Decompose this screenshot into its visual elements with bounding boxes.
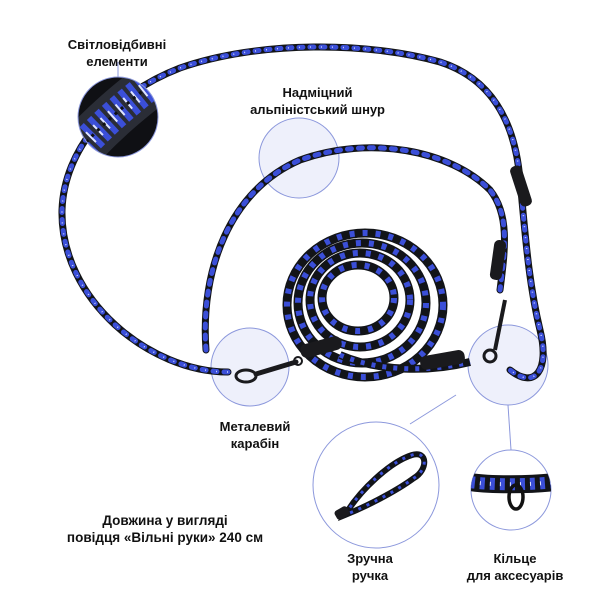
label-line: Надміцний xyxy=(282,85,353,100)
outer-rope xyxy=(58,43,547,382)
carabiner-icon xyxy=(234,356,303,384)
label-line: карабін xyxy=(230,436,280,451)
junction-callout-circle xyxy=(467,324,549,406)
carabiner-label: Металевий карабін xyxy=(200,418,310,452)
callout-connector xyxy=(507,404,512,451)
accessory-ring-label: Кільце для аксесуарів xyxy=(450,550,580,584)
rope-sleeves xyxy=(300,165,532,370)
label-line: альпіністський шнур xyxy=(250,102,385,117)
callout-connector xyxy=(409,394,457,425)
label-line: Довжина у вигляді xyxy=(102,513,228,528)
coiled-rope xyxy=(282,228,471,382)
label-line: для аксесуарів xyxy=(466,568,564,583)
junction-ring-icon xyxy=(482,299,507,364)
inner-rope xyxy=(201,144,508,354)
carabiner-callout-circle xyxy=(210,327,290,407)
label-line: Металевий xyxy=(219,419,291,434)
label-line: Кільце xyxy=(493,551,537,566)
label-line: ручка xyxy=(351,568,389,583)
reflective-elements-label: Світловідбивні елементи xyxy=(52,36,182,70)
rope-label: Надміцний альпіністський шнур xyxy=(205,84,430,118)
handle-label: Зручна ручка xyxy=(330,550,410,584)
handle-zoom xyxy=(312,421,440,549)
label-line: повідця «Вільні руки» 240 см xyxy=(66,530,264,545)
accessory-ring-icon xyxy=(507,483,525,511)
label-line: елементи xyxy=(86,54,148,69)
label-line: Зручна xyxy=(347,551,393,566)
label-line: Світловідбивні xyxy=(67,37,167,52)
length-label: Довжина у вигляді повідця «Вільні руки» … xyxy=(40,512,290,546)
ring-zoom xyxy=(470,449,552,531)
